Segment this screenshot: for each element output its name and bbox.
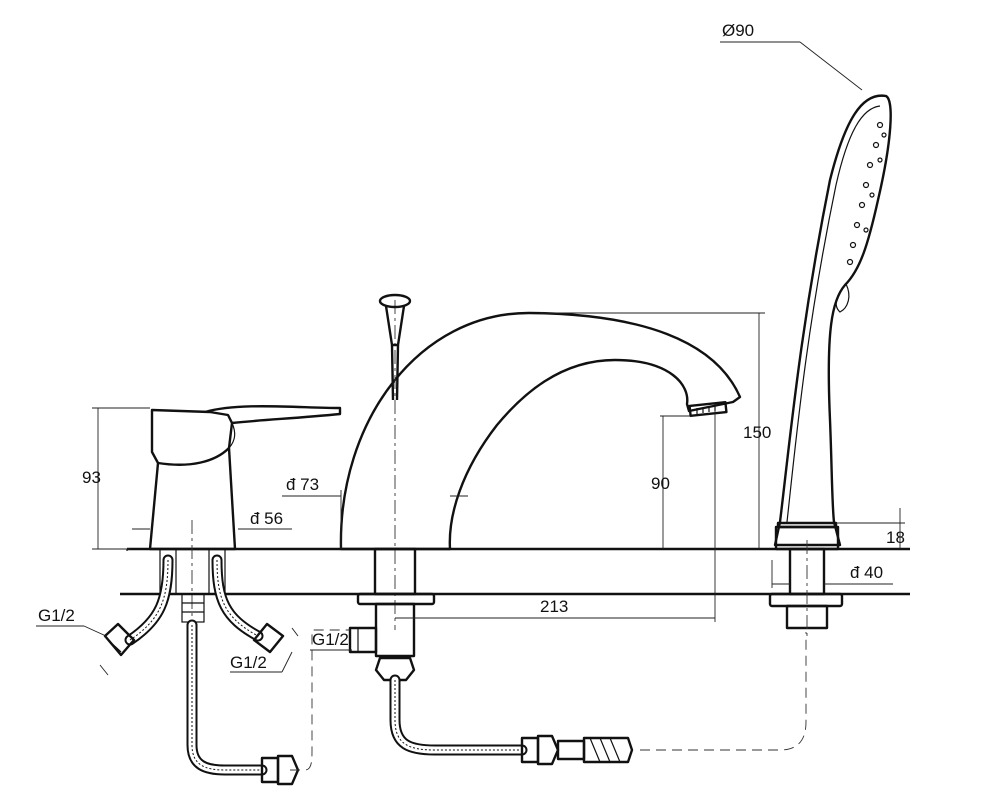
dim-18 <box>836 508 905 549</box>
label-thread-mid: G1/2 <box>230 653 267 672</box>
mixer-body <box>148 405 342 551</box>
label-dia-56: đ 56 <box>250 509 283 528</box>
diverter-knob <box>378 293 412 401</box>
label-height-spout: 150 <box>743 423 771 442</box>
hose-right <box>211 554 285 654</box>
dim-40 <box>771 560 893 588</box>
hose-center <box>186 619 300 786</box>
label-height-mixer: 93 <box>82 468 101 487</box>
hand-shower <box>773 94 892 547</box>
hose-spout <box>389 674 634 766</box>
dim-73 <box>282 490 468 549</box>
label-height-base: 18 <box>886 528 905 547</box>
label-diameter-head: Ø90 <box>722 21 754 40</box>
label-spacing: 213 <box>540 597 568 616</box>
dim-93 <box>92 407 150 550</box>
leader-threads <box>36 625 352 676</box>
shower-hose-path <box>290 629 807 771</box>
spout-shank <box>348 547 436 682</box>
label-thread-left: G1/2 <box>38 606 75 625</box>
shower-holder <box>768 521 844 630</box>
label-thread-center: G1/2 <box>312 630 349 649</box>
dim-90 <box>660 415 690 549</box>
leader-90-head <box>720 41 863 91</box>
label-height-spout-outlet: 90 <box>651 474 670 493</box>
label-dia-40: đ 40 <box>850 563 883 582</box>
spout-body <box>339 311 742 551</box>
deck-plate <box>120 547 910 596</box>
dim-150 <box>540 312 765 549</box>
hose-left <box>103 554 174 657</box>
label-dia-73: đ 73 <box>286 475 319 494</box>
dim-213 <box>395 410 716 622</box>
